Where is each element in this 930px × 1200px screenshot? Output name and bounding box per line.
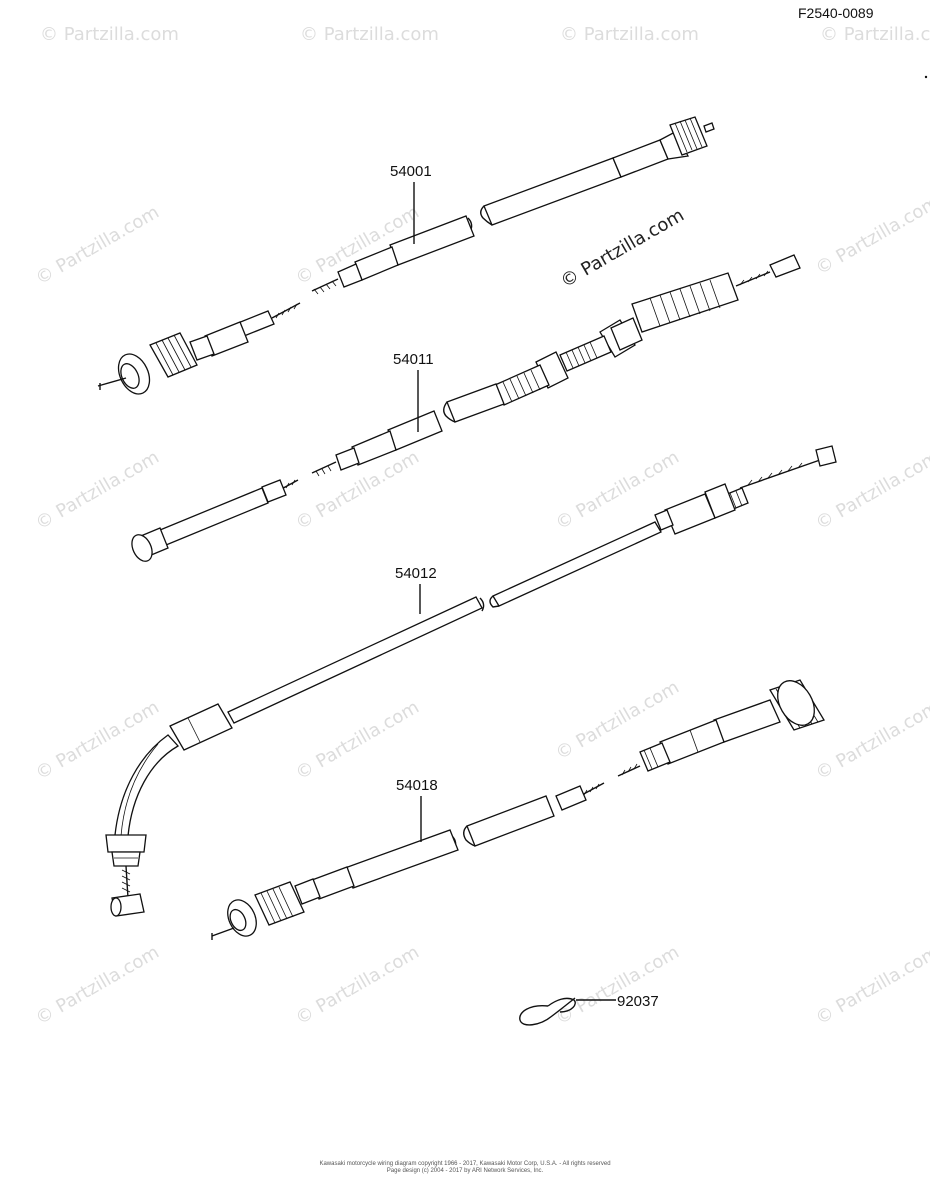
callout-54018: 54018 xyxy=(396,777,438,794)
cable-54012[interactable] xyxy=(105,445,837,917)
clip-92037[interactable] xyxy=(519,997,616,1026)
callout-54012: 54012 xyxy=(395,565,437,582)
watermark: © Partzilla.com xyxy=(812,192,930,280)
watermark: © Partzilla.com xyxy=(32,942,163,1030)
callout-54001: 54001 xyxy=(390,163,432,180)
watermark-dark: © Partzilla.com xyxy=(557,205,688,293)
watermark: © Partzilla.com xyxy=(292,942,423,1030)
cable-54011[interactable] xyxy=(128,254,801,564)
figure-reference: F2540-0089 xyxy=(798,5,874,21)
callout-54011: 54011 xyxy=(393,351,434,368)
watermark: © Partzilla.com xyxy=(812,942,930,1030)
watermark: © Partzilla.com xyxy=(32,447,163,535)
watermark: © Partzilla.com xyxy=(552,942,683,1030)
footer-copyright: Kawasaki motorcycle wiring diagram copyr… xyxy=(319,1161,610,1167)
watermark: © Partzilla.com xyxy=(820,24,930,45)
watermark: © Partzilla.com xyxy=(292,697,423,785)
footer-page-design: Page design (c) 2004 - 2017 by ARI Netwo… xyxy=(387,1168,544,1174)
cable-54001[interactable] xyxy=(97,116,715,399)
watermark: © Partzilla.com xyxy=(560,24,699,45)
watermark: © Partzilla.com xyxy=(40,24,179,45)
watermark: © Partzilla.com xyxy=(300,24,439,45)
watermark: © Partzilla.com xyxy=(812,697,930,785)
watermark: © Partzilla.com xyxy=(32,202,163,290)
cable-54018[interactable] xyxy=(211,674,825,940)
callout-92037: 92037 xyxy=(617,993,659,1010)
